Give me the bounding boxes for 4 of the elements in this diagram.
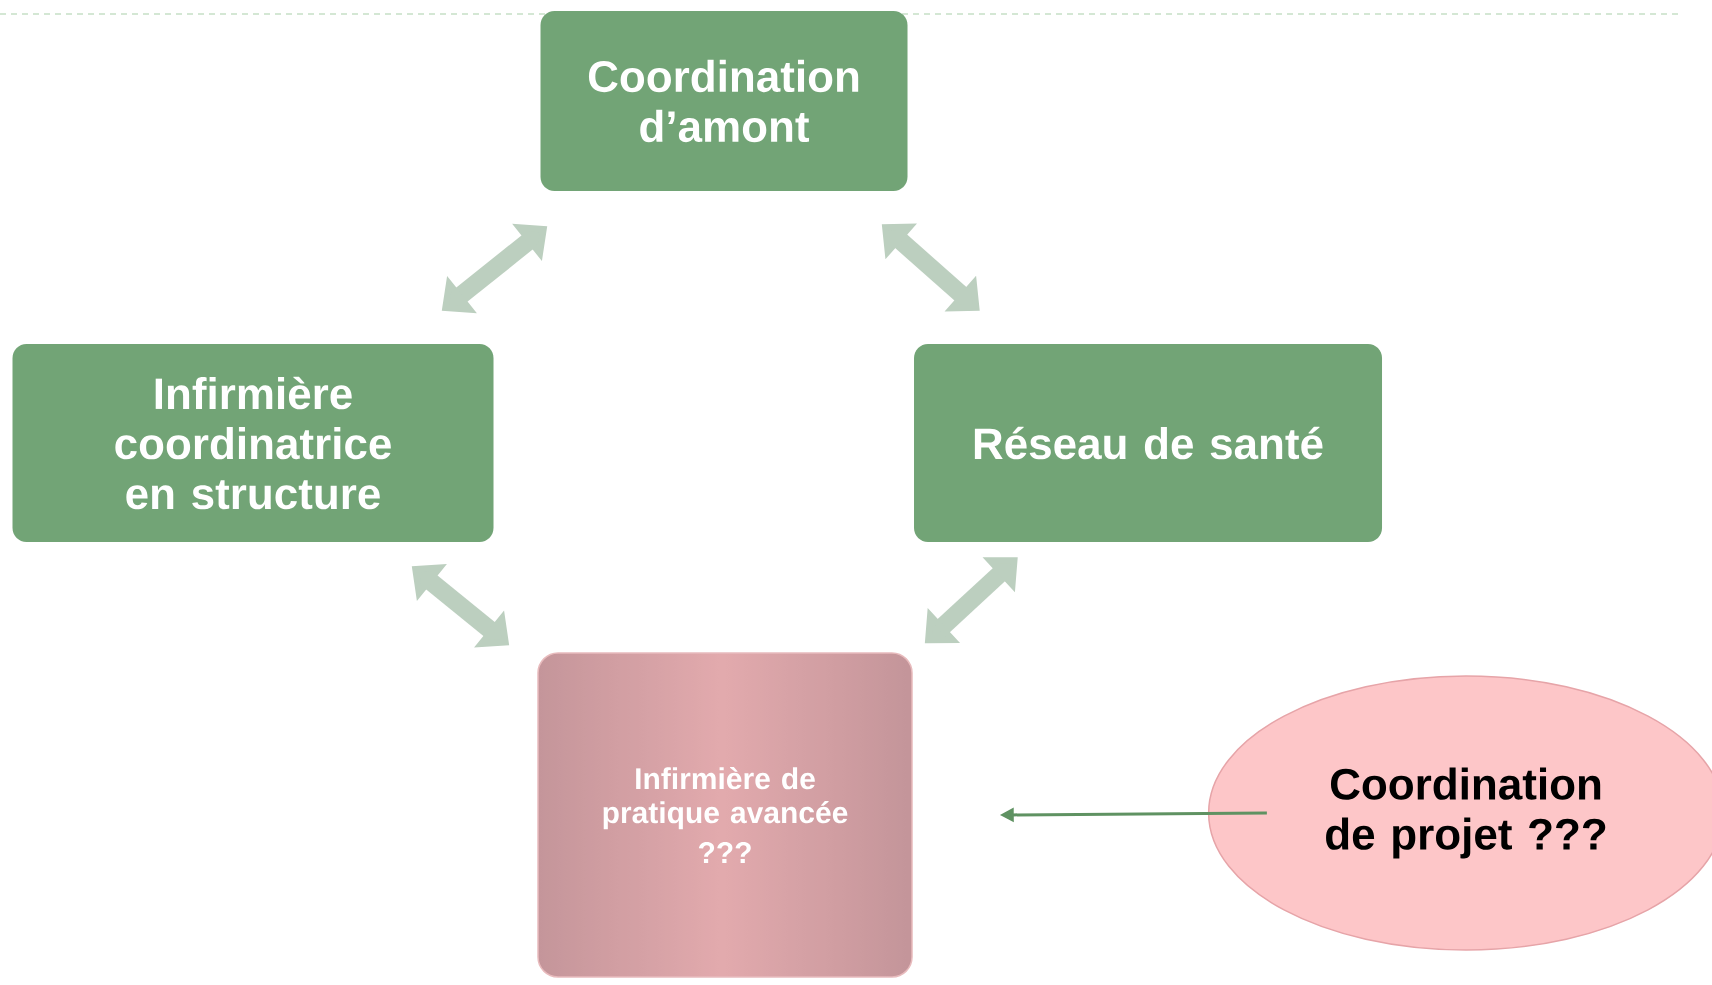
process-box: Infirmière coordinatrice en structure (12, 344, 494, 542)
process-box: Coordination d’amont (540, 11, 908, 191)
process-box: Réseau de santé (914, 344, 1382, 542)
rounded-box: Infirmière de pratique avancée ??? (537, 652, 913, 978)
